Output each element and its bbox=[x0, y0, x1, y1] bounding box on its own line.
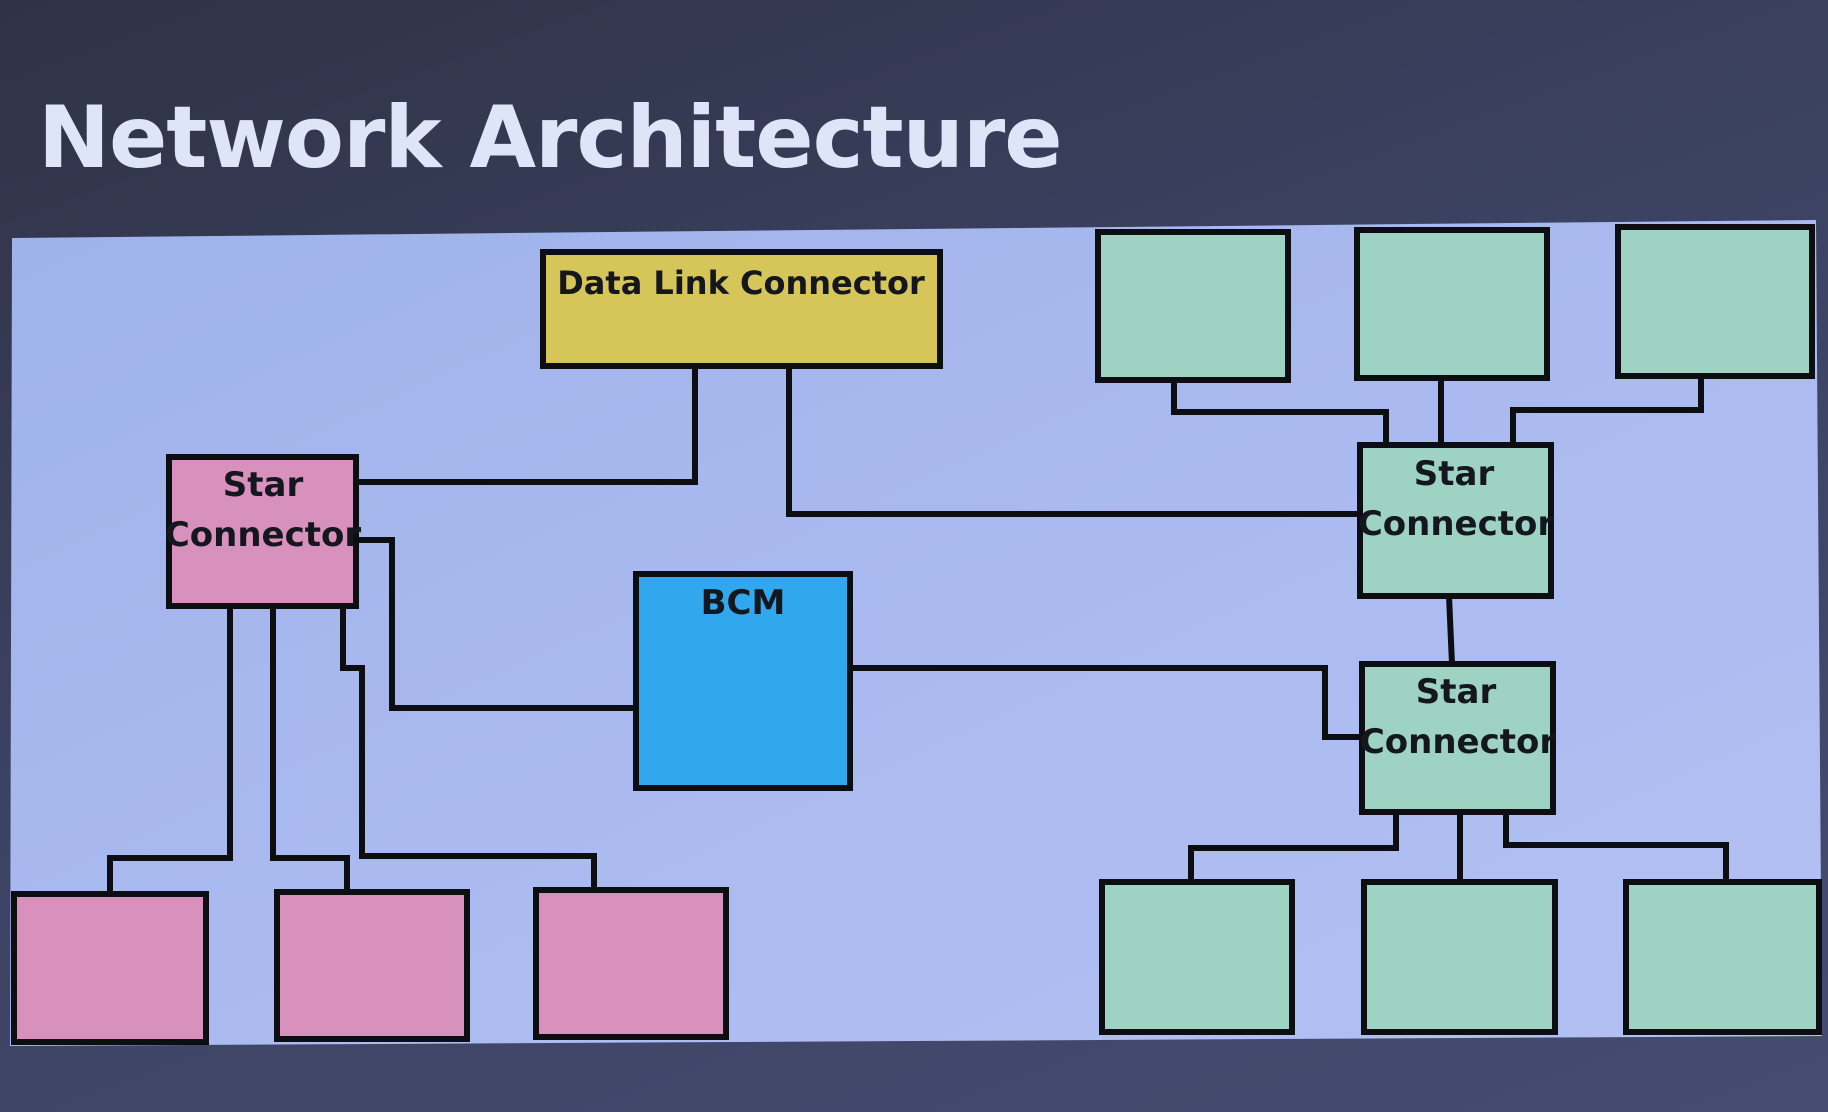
star-connector-left-label-line1: Star bbox=[223, 465, 304, 505]
connection-lines bbox=[107, 366, 1729, 894]
bcm: BCM bbox=[633, 571, 853, 791]
star-connector-right-bottom-label-line1: Star bbox=[1416, 672, 1497, 712]
star-connector-left-label-line2: Connector bbox=[165, 515, 362, 555]
bcm-box bbox=[633, 571, 853, 791]
green-device-box bbox=[1615, 224, 1815, 379]
connection-line bbox=[270, 606, 350, 892]
connection-line bbox=[356, 537, 636, 711]
green-device-box bbox=[1354, 227, 1550, 381]
green-device-box bbox=[1099, 879, 1295, 1035]
star-connector-right-bottom: Star Connector bbox=[1359, 661, 1557, 815]
diagram-panel bbox=[10, 220, 1822, 1046]
star-connector-right-top: Star Connector bbox=[1357, 442, 1555, 599]
pink-device-box bbox=[274, 889, 470, 1042]
pink-device-box bbox=[11, 891, 209, 1045]
connection-line bbox=[340, 606, 597, 890]
connection-line bbox=[1188, 812, 1399, 882]
green-device-box bbox=[1095, 229, 1291, 383]
star-connector-right-top-label-line1: Star bbox=[1414, 454, 1495, 494]
connection-line bbox=[850, 665, 1362, 740]
connection-line bbox=[786, 366, 1360, 517]
star-connector-right-top-label-line2: Connector bbox=[1358, 504, 1555, 544]
slide-title: Network Architecture bbox=[38, 88, 1063, 188]
star-connector-right-top-box bbox=[1357, 442, 1554, 599]
data-link-connector-box bbox=[540, 249, 943, 369]
connection-line bbox=[1171, 380, 1389, 445]
green-devices-top bbox=[1095, 224, 1815, 383]
data-link-connector: Data Link Connector bbox=[540, 249, 943, 369]
green-device-box bbox=[1623, 879, 1822, 1035]
connection-line bbox=[356, 366, 698, 485]
green-device-box bbox=[1361, 879, 1558, 1035]
star-connector-right-bottom-label-line2: Connector bbox=[1360, 722, 1557, 762]
connection-line bbox=[1446, 595, 1455, 665]
connection-line bbox=[107, 606, 233, 894]
star-connector-right-bottom-box bbox=[1359, 661, 1556, 815]
green-devices-bottom bbox=[1099, 879, 1822, 1035]
star-connector-left: Star Connector bbox=[165, 454, 362, 609]
pink-devices bbox=[11, 887, 729, 1045]
pink-device-box bbox=[533, 887, 729, 1040]
bcm-label: BCM bbox=[701, 583, 786, 623]
connection-line bbox=[1503, 812, 1729, 882]
star-connector-left-box bbox=[166, 454, 359, 609]
connection-line bbox=[1510, 376, 1704, 445]
data-link-connector-label: Data Link Connector bbox=[557, 264, 925, 302]
